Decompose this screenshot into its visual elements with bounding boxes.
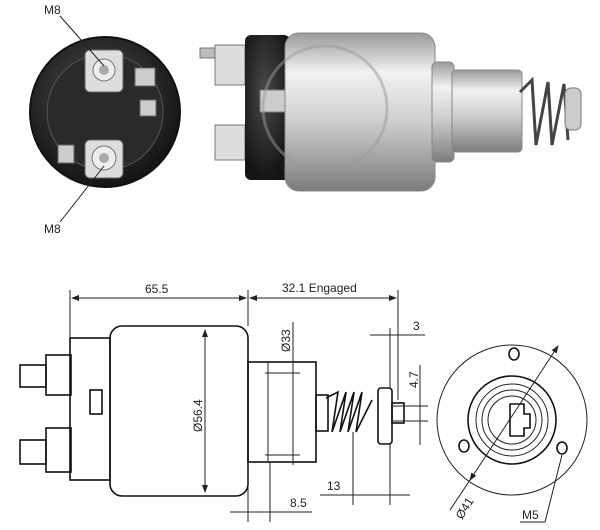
- top-terminal-stud: [84, 49, 124, 93]
- dim-bolt-circle: Ø41: [453, 495, 477, 522]
- bottom-terminal-stud: [84, 139, 124, 179]
- dim-mount-thread: M5: [522, 508, 539, 522]
- spring: [315, 387, 405, 445]
- dim-flange-diameter: Ø33: [279, 329, 293, 352]
- mount-hole-left: [458, 439, 470, 453]
- end-drawing: Ø41 M5: [436, 344, 588, 523]
- dim-spring-length: 13: [327, 479, 341, 493]
- plunger-housing: [247, 361, 317, 463]
- end-view-photo: M8 M8: [29, 3, 181, 236]
- mount-hole-top: [508, 347, 520, 361]
- label-m8-top: M8: [44, 3, 61, 17]
- spring-photo: [518, 76, 570, 146]
- dim-body-diameter: Ø56.4: [191, 399, 205, 432]
- side-drawing: 65.5 32.1 Engaged Ø33 Ø56.4 3 4.7 13 8.5: [19, 281, 428, 522]
- dim-tip-diameter: 4.7: [407, 371, 421, 388]
- label-m8-bottom: M8: [44, 222, 61, 236]
- terminal-bottom: [19, 439, 47, 465]
- dim-engaged: 32.1 Engaged: [282, 281, 357, 295]
- dim-body-length: 65.5: [145, 282, 169, 296]
- body: [109, 325, 249, 497]
- dim-flange-length: 8.5: [290, 496, 307, 510]
- terminal-top: [19, 364, 47, 388]
- side-view-photo: [199, 32, 582, 192]
- dim-tip-length: 3: [413, 319, 420, 333]
- mount-hole-right: [556, 441, 568, 455]
